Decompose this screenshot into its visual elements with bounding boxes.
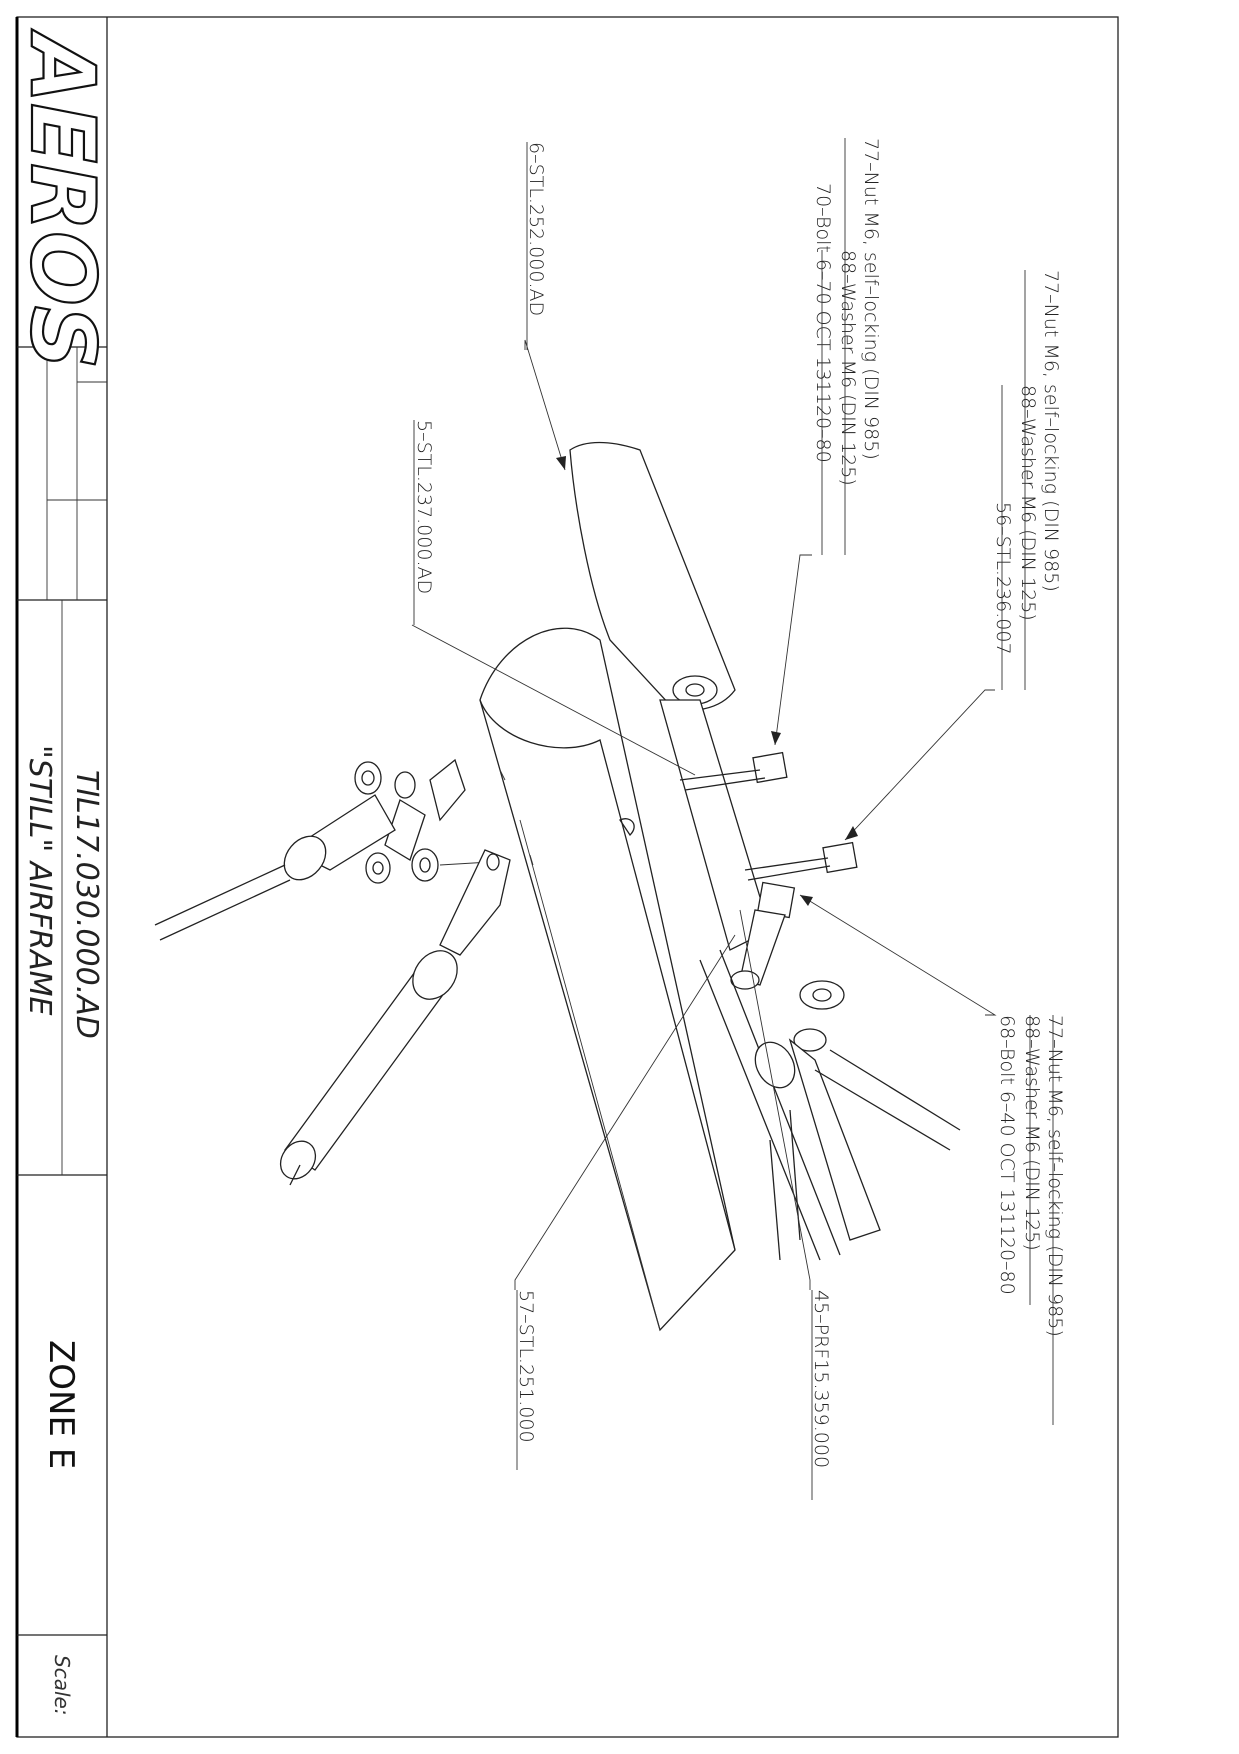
callout-group-top-right: 77–Nut M6, self–locking (DIN 985) 88–Was… [992, 270, 1062, 690]
callout-bolt: 70–Bolt 6–70 OCT 131120–80 [812, 183, 834, 463]
scale-label: Scale: [50, 1655, 74, 1716]
leader-lines [411, 339, 997, 1290]
callout-group-bottom-right: 77–Nut M6, self–locking (DIN 985) 88–Was… [996, 1015, 1066, 1425]
callout-nut: 77–Nut M6, self–locking (DIN 985) [1040, 270, 1062, 592]
callout-washer: 88–Washer M6 (DIN 125) [1017, 385, 1039, 621]
callout-washer: 88–Washer M6 (DIN 125) [837, 250, 859, 486]
callout-bolt: 68–Bolt 6–40 OCT 131120–80 [996, 1015, 1018, 1295]
aeros-logo: AEROS [11, 29, 114, 369]
drawing-number: TIL17.030.000.AD [69, 770, 104, 1039]
assembly-parts [154, 441, 961, 1332]
callout-part-56: 56–STL.236.007 [992, 502, 1014, 655]
callout-part-45: 45–PRF15.359.000 [810, 1290, 832, 1468]
callout-part-6: 6–STL.252.000.AD [525, 142, 547, 316]
callout-group-top-left: 77–Nut M6, self–locking (DIN 985) 88–Was… [812, 138, 882, 555]
zone-label: ZONE E [41, 1340, 81, 1469]
drawing-title: "STILL" AIRFRAME [22, 745, 57, 1015]
callout-nut: 77–Nut M6, self–locking (DIN 985) [860, 138, 882, 460]
callout-part-5: 5–STL.237.000.AD [413, 420, 435, 594]
callout-washer: 88–Washer M6 (DIN 125) [1021, 1015, 1043, 1251]
callout-nut: 77–Nut M6, self–locking (DIN 985) [1044, 1015, 1066, 1337]
callout-part-57: 57–STL.251.000 [515, 1290, 537, 1443]
